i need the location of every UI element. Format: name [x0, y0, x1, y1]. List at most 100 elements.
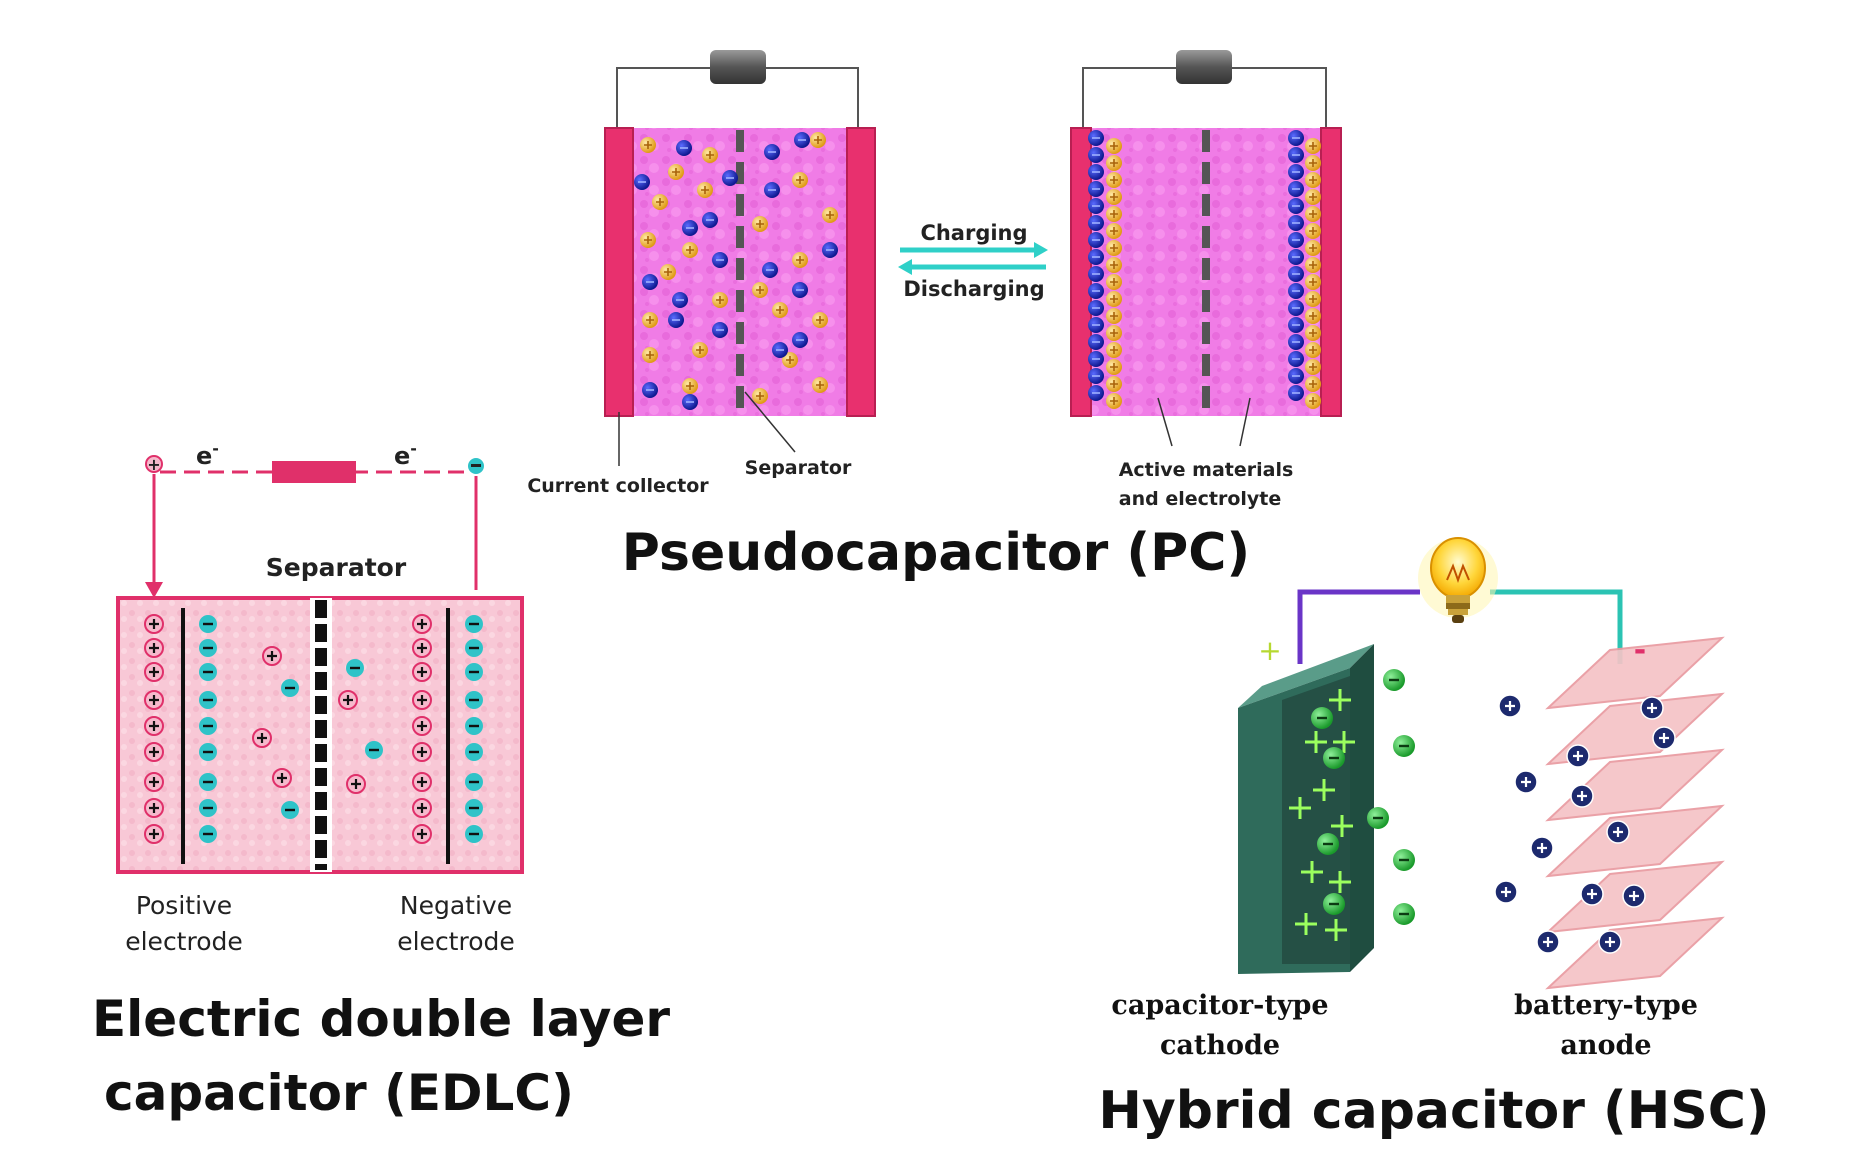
negative-ion: [199, 691, 217, 709]
cation-particle: [682, 242, 698, 258]
negative-ion: [465, 825, 483, 843]
negative-ion: [465, 743, 483, 761]
anion-particle: [792, 332, 808, 348]
cation-particle: [1305, 342, 1321, 358]
positive-ion: [144, 638, 164, 658]
cation-particle: [1106, 393, 1122, 409]
positive-ion: [412, 742, 432, 762]
anion-particle: [1288, 317, 1304, 333]
anion-particle: [1088, 385, 1104, 401]
green-anion: [1311, 707, 1333, 729]
anion-particle: [1088, 147, 1104, 163]
anode-sheet: [1545, 636, 1725, 710]
pc-aligned-ions: [1088, 130, 1321, 409]
cation-particle: [1106, 206, 1122, 222]
positive-ion: [412, 716, 432, 736]
cation-particle: [652, 194, 668, 210]
pc-current-collector-right: [1320, 127, 1342, 417]
negative-ion: [199, 825, 217, 843]
navy-cation: [1640, 696, 1664, 720]
edlc-resistor: [272, 461, 356, 483]
cation-particle: [792, 252, 808, 268]
positive-ion: [144, 716, 164, 736]
positive-electrode-label-2: electrode: [125, 927, 243, 956]
negative-ion: [465, 799, 483, 817]
negative-ion: [199, 663, 217, 681]
cation-particle: [1305, 274, 1321, 290]
cation-particle: [752, 388, 768, 404]
cation-particle: [642, 347, 658, 363]
anion-particle: [722, 170, 738, 186]
cation-particle: [812, 312, 828, 328]
anion-particle: [712, 322, 728, 338]
cation-particle: [1106, 308, 1122, 324]
negative-ion: [465, 663, 483, 681]
cathode-positive-charges: [1289, 689, 1355, 941]
plus-charge-icon: [1329, 689, 1351, 711]
navy-cation: [1598, 930, 1622, 954]
cation-particle: [1305, 206, 1321, 222]
anion-particle: [1088, 317, 1104, 333]
negative-ion: [465, 615, 483, 633]
cation-particle: [1305, 155, 1321, 171]
pc-current-collector-right: [846, 127, 876, 417]
current-collector-label: Current collector: [527, 475, 709, 497]
cation-particle: [1305, 240, 1321, 256]
positive-ion: [144, 798, 164, 818]
cation-particle: [1305, 189, 1321, 205]
plus-charge-icon: [1325, 919, 1347, 941]
negative-ion: [199, 743, 217, 761]
anion-particle: [1288, 164, 1304, 180]
positive-ion: [144, 614, 164, 634]
anion-particle: [1088, 334, 1104, 350]
anion-particle: [1088, 249, 1104, 265]
plus-charge-icon: [1329, 871, 1351, 893]
pc-resistor: [710, 50, 766, 84]
anion-particle: [762, 262, 778, 278]
negative-ion: [199, 773, 217, 791]
green-anion: [1383, 669, 1405, 691]
cation-particle: [752, 216, 768, 232]
electron-left-label: e-: [196, 439, 219, 470]
hybrid-capacitor: + - capacitor-type cathode battery-type …: [1098, 537, 1770, 1141]
charging-label: Charging: [920, 221, 1027, 245]
negative-ion: [465, 717, 483, 735]
positive-ion: [272, 768, 292, 788]
cation-particle: [1305, 291, 1321, 307]
pc-separator-label: Separator: [745, 457, 852, 479]
cation-particle: [1305, 138, 1321, 154]
positive-ion: [262, 646, 282, 666]
pseudocapacitor: Charging Discharging Current collector S…: [527, 50, 1342, 583]
anion-particle: [1288, 198, 1304, 214]
anion-particle: [1288, 283, 1304, 299]
anion-particle: [642, 382, 658, 398]
anion-particle: [676, 140, 692, 156]
cation-particle: [1106, 172, 1122, 188]
anion-particle: [1288, 130, 1304, 146]
cation-particle: [1106, 189, 1122, 205]
cation-particle: [752, 282, 768, 298]
anion-particle: [1088, 266, 1104, 282]
edlc-arrowhead: [145, 582, 163, 598]
edlc-separator-label: Separator: [266, 553, 407, 582]
anion-particle: [1088, 215, 1104, 231]
negative-electrode-label: Negative: [400, 891, 512, 920]
plus-charge-icon: [1289, 797, 1311, 819]
pc-current-collector-left: [604, 127, 634, 417]
hsc-wire-positive: [1297, 589, 1420, 664]
pc-wire-right: [765, 67, 859, 128]
anion-particle: [1088, 300, 1104, 316]
positive-ion: [412, 798, 432, 818]
positive-electrode-label: Positive: [136, 891, 232, 920]
electron-right-label: e-: [394, 439, 417, 470]
anion-particle: [764, 144, 780, 160]
cation-particle: [1305, 257, 1321, 273]
anode-sheet: [1545, 916, 1725, 990]
pc-mixed-ions: [634, 132, 838, 410]
cation-particle: [1305, 223, 1321, 239]
cation-particle: [642, 312, 658, 328]
cation-particle: [1106, 291, 1122, 307]
green-anion: [1317, 833, 1339, 855]
positive-ion: [144, 824, 164, 844]
